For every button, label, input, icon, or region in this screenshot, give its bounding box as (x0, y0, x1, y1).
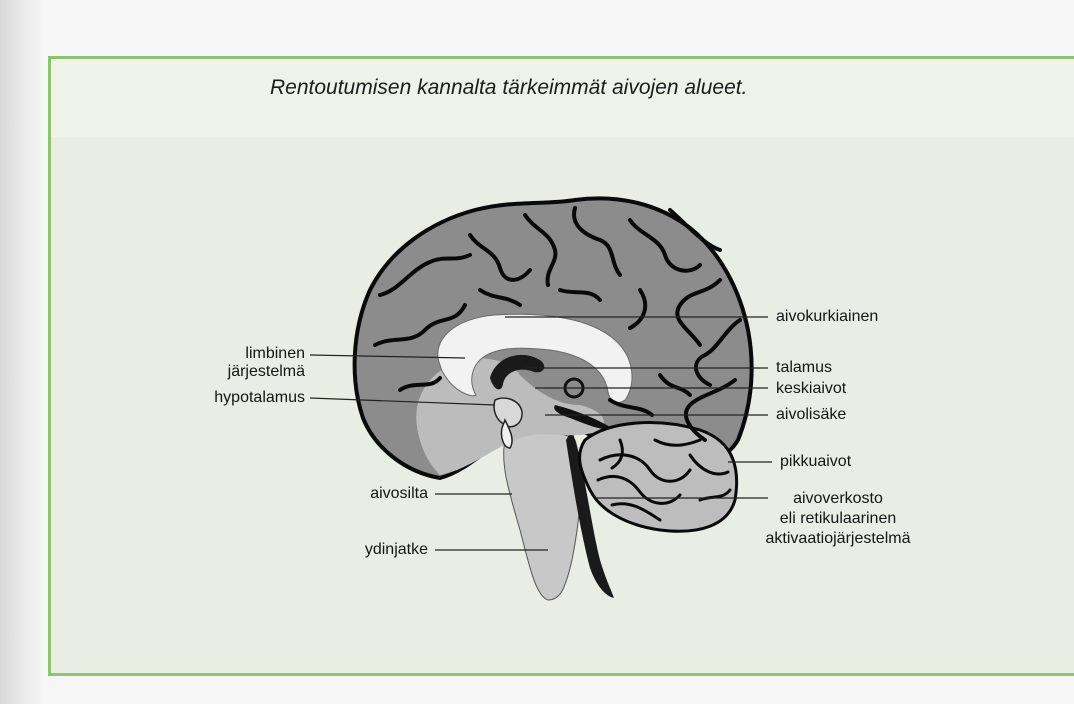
label-aivoverkosto-line1: aivoverkosto (738, 490, 938, 508)
label-aivolisake: aivolisäke (776, 406, 846, 424)
label-limbinen-line2: järjestelmä (190, 363, 305, 381)
label-pikkuaivot: pikkuaivot (780, 453, 851, 471)
label-limbinen-line1: limbinen (190, 345, 305, 363)
label-aivoverkosto-line3: aktivaatiojärjestelmä (728, 530, 948, 548)
label-aivoverkosto-line2: eli retikulaarinen (738, 510, 938, 528)
label-aivokurkiainen: aivokurkiainen (776, 308, 878, 326)
label-hypotalamus: hypotalamus (170, 389, 305, 407)
label-talamus: talamus (776, 359, 832, 377)
label-ydinjatke: ydinjatke (310, 541, 428, 559)
label-aivosilta: aivosilta (310, 485, 428, 503)
label-keskiaivot: keskiaivot (776, 380, 846, 398)
